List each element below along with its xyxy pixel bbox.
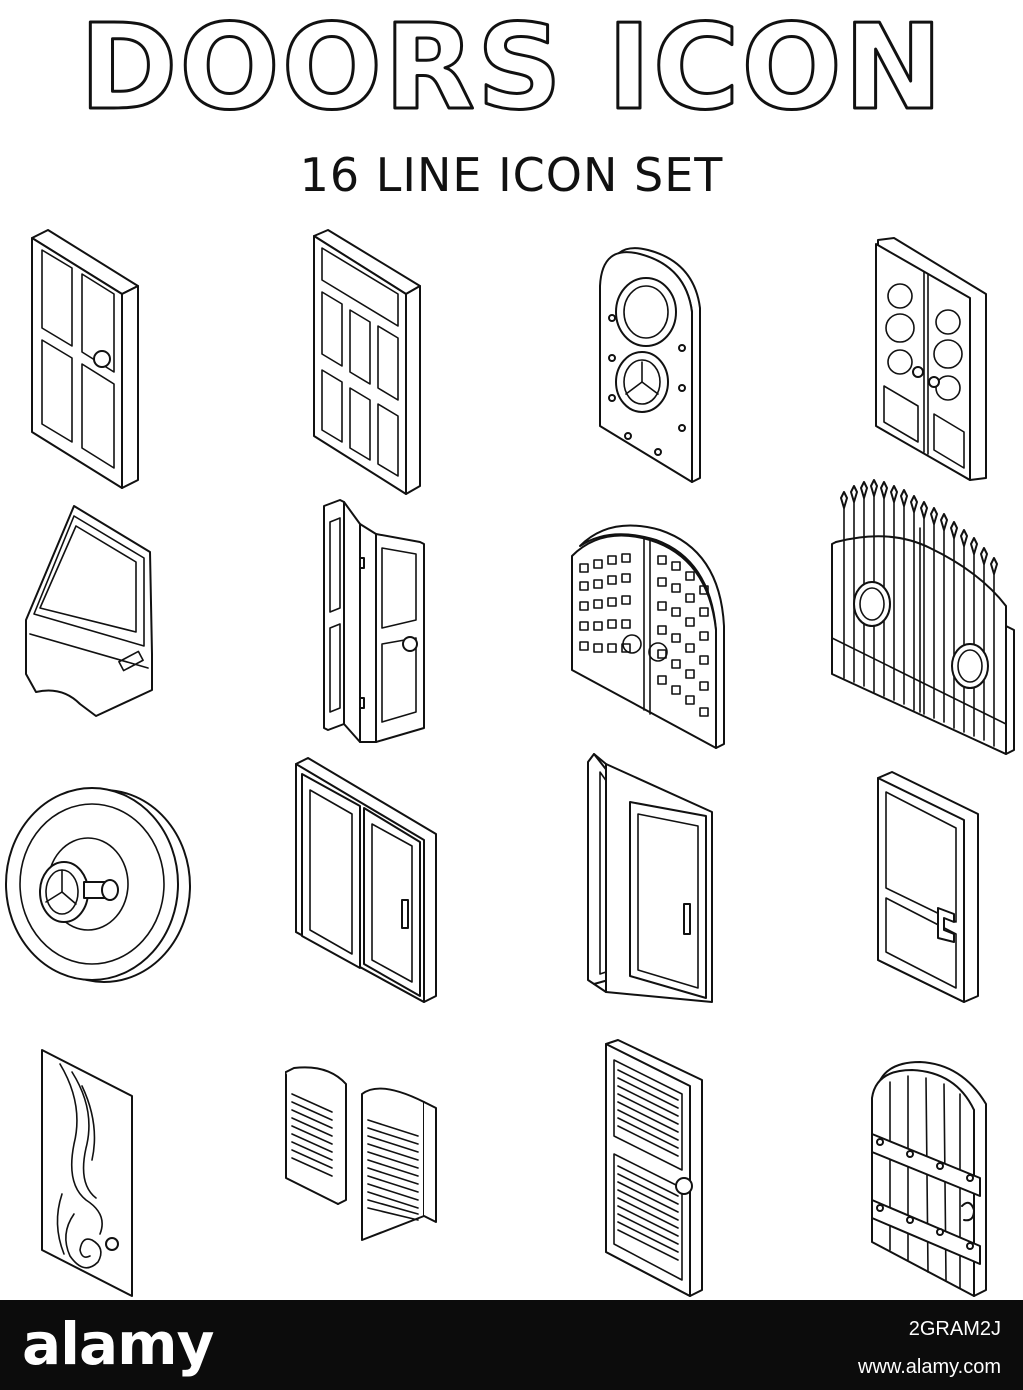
wrought-iron-gate-icon	[830, 479, 1020, 758]
site-url: www.alamy.com	[858, 1356, 1001, 1378]
sliding-double-door-icon	[294, 756, 440, 1003]
swirl-door-icon	[40, 1044, 140, 1300]
transom-door-icon	[312, 228, 424, 498]
modern-door-icon	[876, 770, 982, 1004]
image-id: 2GRAM2J	[908, 1318, 1001, 1340]
vault-door-icon	[0, 782, 192, 986]
title-text: DOORS ICON	[79, 0, 944, 130]
saloon-door-icon	[284, 1066, 440, 1244]
car-door-icon	[22, 504, 156, 722]
folding-shutter-door-icon	[320, 498, 428, 744]
subtitle: 16 LINE ICON SET	[299, 148, 724, 202]
ornate-double-door-icon	[874, 236, 990, 482]
arched-grid-gate-icon	[570, 516, 728, 750]
page-title: DOORS ICON	[0, 0, 1023, 130]
brand-logo: alamy	[22, 1310, 214, 1378]
open-glass-door-icon	[586, 752, 716, 1010]
louvered-door-icon	[604, 1038, 706, 1300]
panel-door-icon	[30, 228, 142, 490]
wooden-plank-door-icon	[870, 1060, 992, 1298]
watermark-bar: alamy 2GRAM2J www.alamy.com	[0, 1300, 1023, 1390]
porthole-door-icon	[598, 238, 704, 483]
